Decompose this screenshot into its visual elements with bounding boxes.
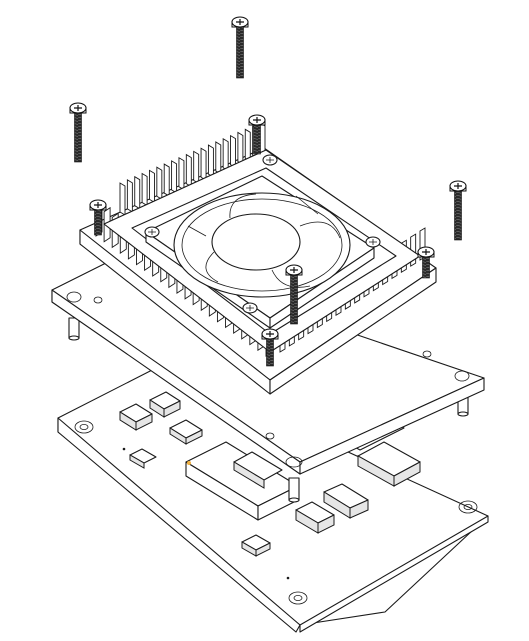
screw-center xyxy=(285,264,303,325)
chip-8 xyxy=(241,534,271,557)
fin xyxy=(215,141,222,175)
fin xyxy=(185,153,192,188)
fin xyxy=(163,163,170,197)
fin xyxy=(200,147,207,182)
fin xyxy=(237,131,244,166)
screw-heatsink-left xyxy=(89,199,107,236)
screws xyxy=(69,16,467,367)
fin xyxy=(222,137,229,172)
screw-right xyxy=(449,180,467,241)
fin xyxy=(171,160,178,194)
screw-top xyxy=(231,16,249,79)
chip-4 xyxy=(129,448,157,469)
fin xyxy=(126,179,133,213)
fin xyxy=(230,134,236,169)
fin xyxy=(149,169,155,204)
screw-left xyxy=(69,102,87,163)
screw-heatsink-front xyxy=(261,328,279,367)
fin xyxy=(141,172,148,207)
soc-module xyxy=(185,441,299,521)
chip-6 xyxy=(295,501,335,534)
chip-3 xyxy=(169,419,203,445)
fin xyxy=(193,150,200,185)
chip-1 xyxy=(119,403,153,431)
carrier-board xyxy=(57,365,489,633)
fin xyxy=(244,128,251,163)
fin xyxy=(134,175,141,210)
screw-heatsink-back xyxy=(248,114,266,155)
chip-5 xyxy=(357,441,421,487)
chip-2 xyxy=(149,391,181,418)
fin xyxy=(207,144,214,178)
fin xyxy=(119,182,126,216)
fin xyxy=(178,156,185,191)
fin xyxy=(156,166,163,201)
fan xyxy=(144,154,381,329)
chip-7 xyxy=(323,483,369,519)
screw-heatsink-right xyxy=(417,246,435,279)
fan-screw-heads xyxy=(144,154,381,314)
